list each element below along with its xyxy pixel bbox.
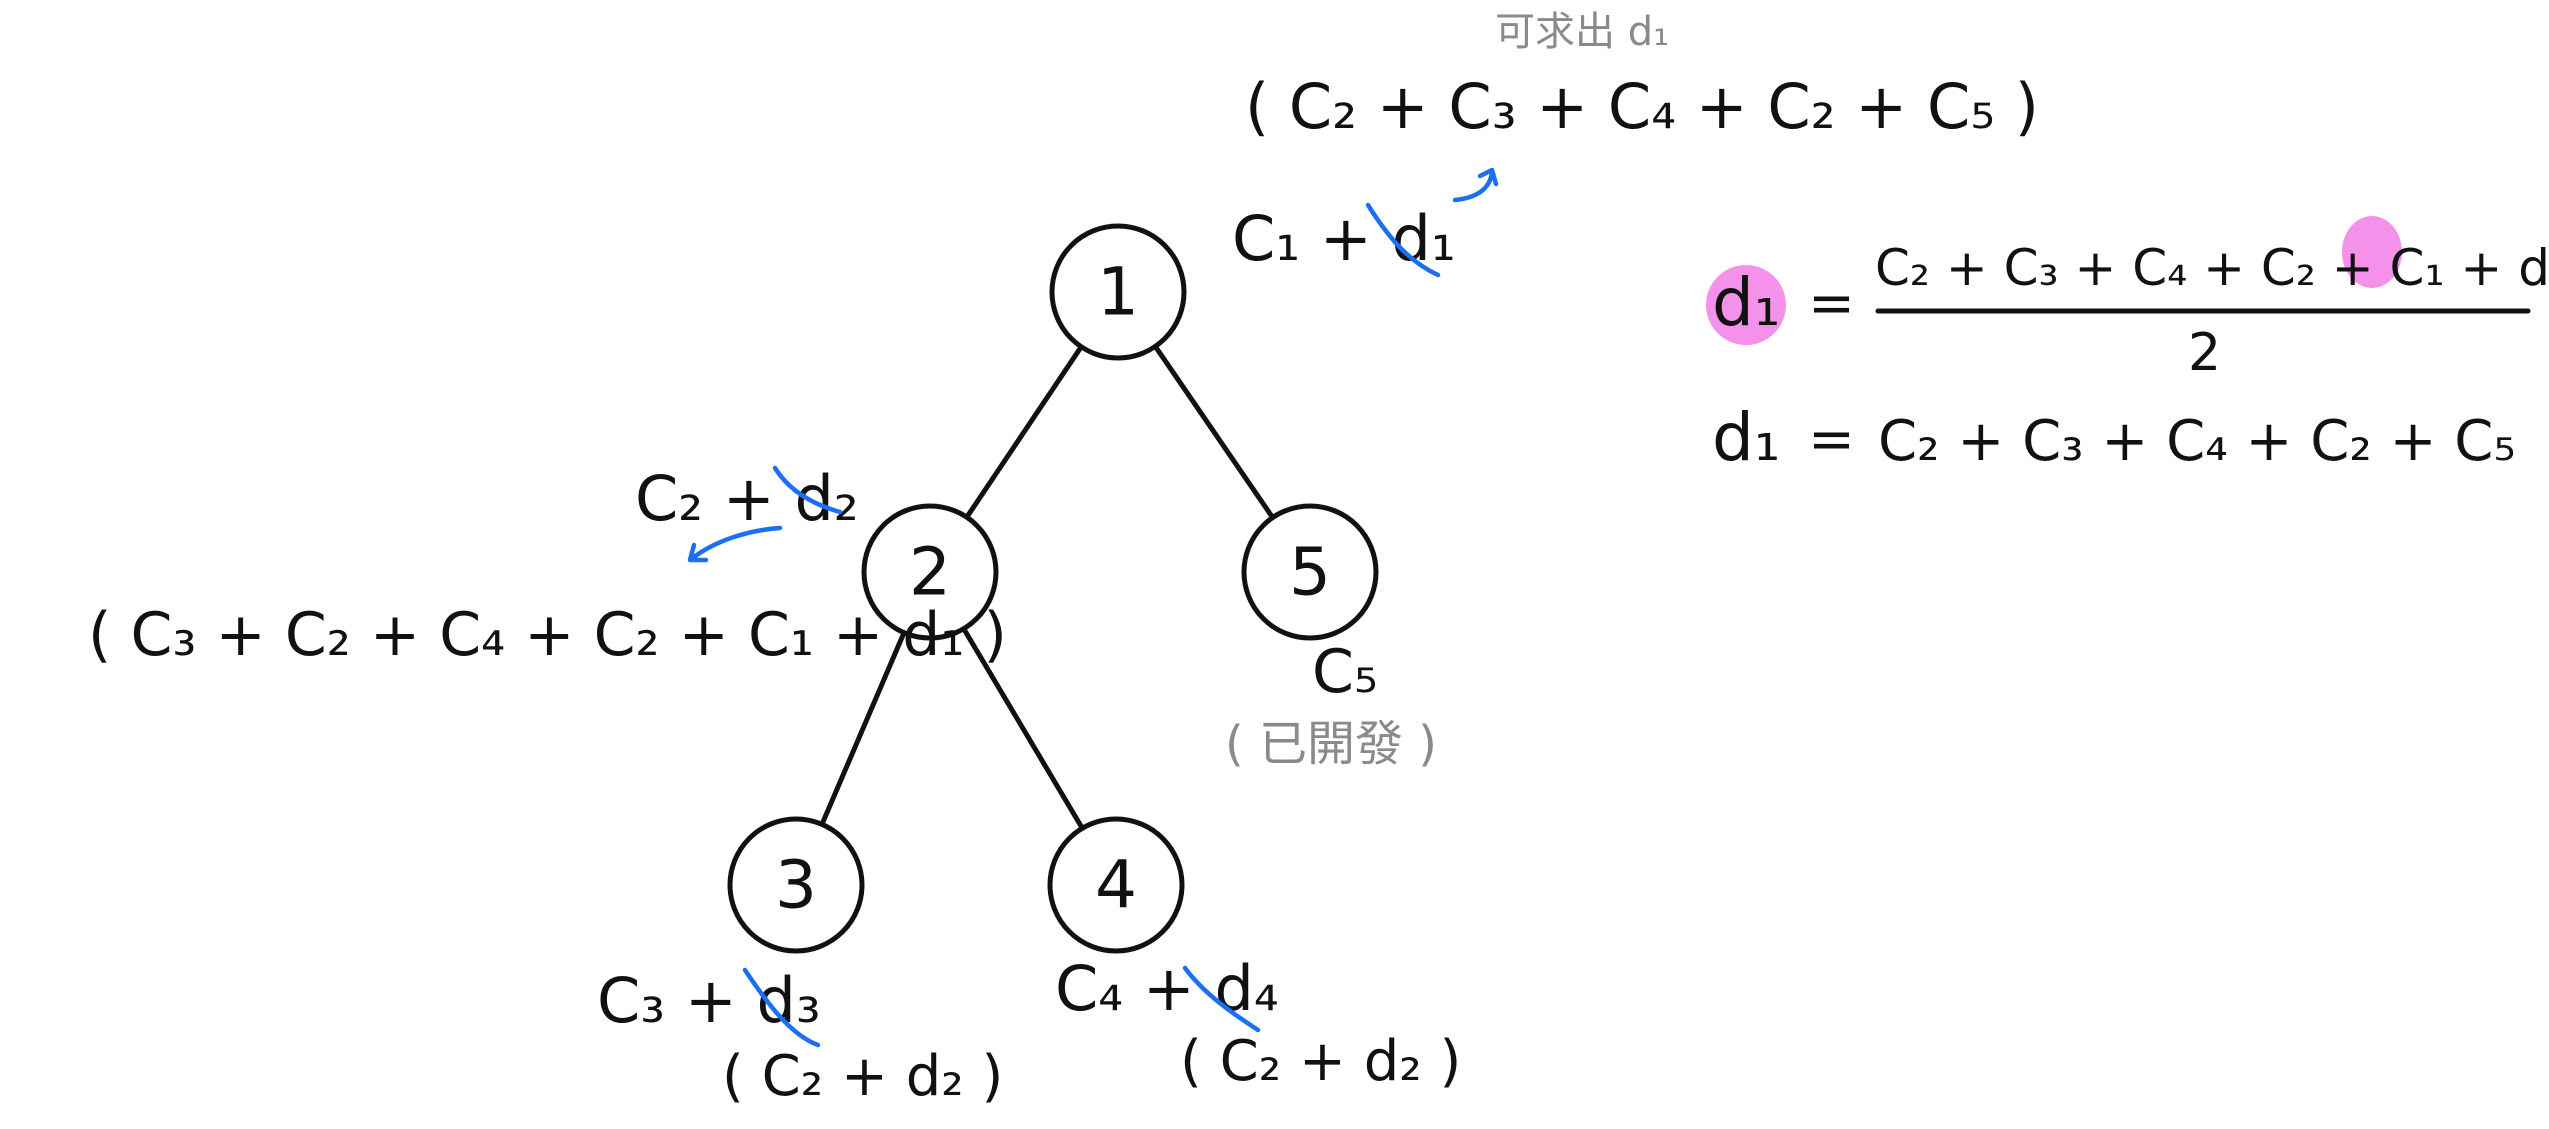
edge-1-5 (1152, 343, 1276, 521)
result-rhs: C₂ + C₃ + C₄ + C₂ + C₅ (1878, 409, 2516, 474)
tree-node-1: 1 (1049, 223, 1187, 361)
tree-nodes: 1 2 5 3 4 (727, 223, 1379, 954)
tree-node-3: 3 (727, 816, 865, 954)
tree-edges (819, 343, 1276, 831)
edge-2-4 (961, 626, 1085, 831)
lhs-highlight (1706, 265, 1786, 345)
node-circle-5 (1241, 503, 1379, 641)
node1-strike-mark (1365, 202, 1441, 278)
node3-strike-mark (742, 967, 821, 1048)
tree-node-4: 4 (1047, 816, 1185, 954)
node-label-3: 3 (775, 847, 817, 924)
node-circle-4 (1047, 816, 1185, 954)
node-label-4: 4 (1095, 847, 1137, 924)
equation-equals: = (1808, 271, 1855, 336)
equation-numerator: C₂ + C₃ + C₄ + C₂ + C₁ + d₁ + C₅ (1875, 239, 2549, 297)
node-circle-1 (1049, 223, 1187, 361)
edge-1-2 (964, 344, 1084, 520)
edge-2-3 (819, 630, 907, 827)
numerator-d1-highlight (2342, 216, 2402, 288)
result-lhs: d₁ (1712, 399, 1780, 476)
node3-cost: C₃ + d₃ (597, 964, 821, 1037)
node3-expression: ( C₂ + d₂ ) (722, 1044, 1003, 1109)
node2-expression: ( C₃ + C₂ + C₄ + C₂ + C₁ + d₁ ) (88, 600, 1007, 670)
node-circle-3 (727, 816, 865, 954)
tree-node-5: 5 (1241, 503, 1379, 641)
result-equals: = (1808, 407, 1855, 472)
equation-denominator: 2 (2188, 323, 2221, 383)
node2-arrow (687, 525, 783, 563)
node2-cost: C₂ + d₂ (635, 462, 859, 535)
node4-cost: C₄ + d₄ (1055, 952, 1279, 1025)
top-expression: ( C₂ + C₃ + C₄ + C₂ + C₅ ) (1245, 70, 2039, 143)
node5-cost: C₅ (1312, 637, 1378, 707)
node4-strike-mark (1182, 965, 1261, 1033)
equation-lhs: d₁ (1712, 264, 1780, 341)
node-circle-2 (861, 503, 999, 641)
node-label-5: 5 (1289, 534, 1331, 611)
tree-node-2: 2 (861, 503, 999, 641)
node2-strike-mark (772, 465, 843, 515)
node5-note: ( 已開發 ) (1225, 716, 1437, 772)
node-label-1: 1 (1097, 254, 1139, 331)
top-note: 可求出 d₁ (1495, 9, 1669, 55)
node-label-2: 2 (909, 534, 951, 611)
node4-expression: ( C₂ + d₂ ) (1180, 1029, 1461, 1094)
node1-up-arrow (1452, 167, 1499, 203)
